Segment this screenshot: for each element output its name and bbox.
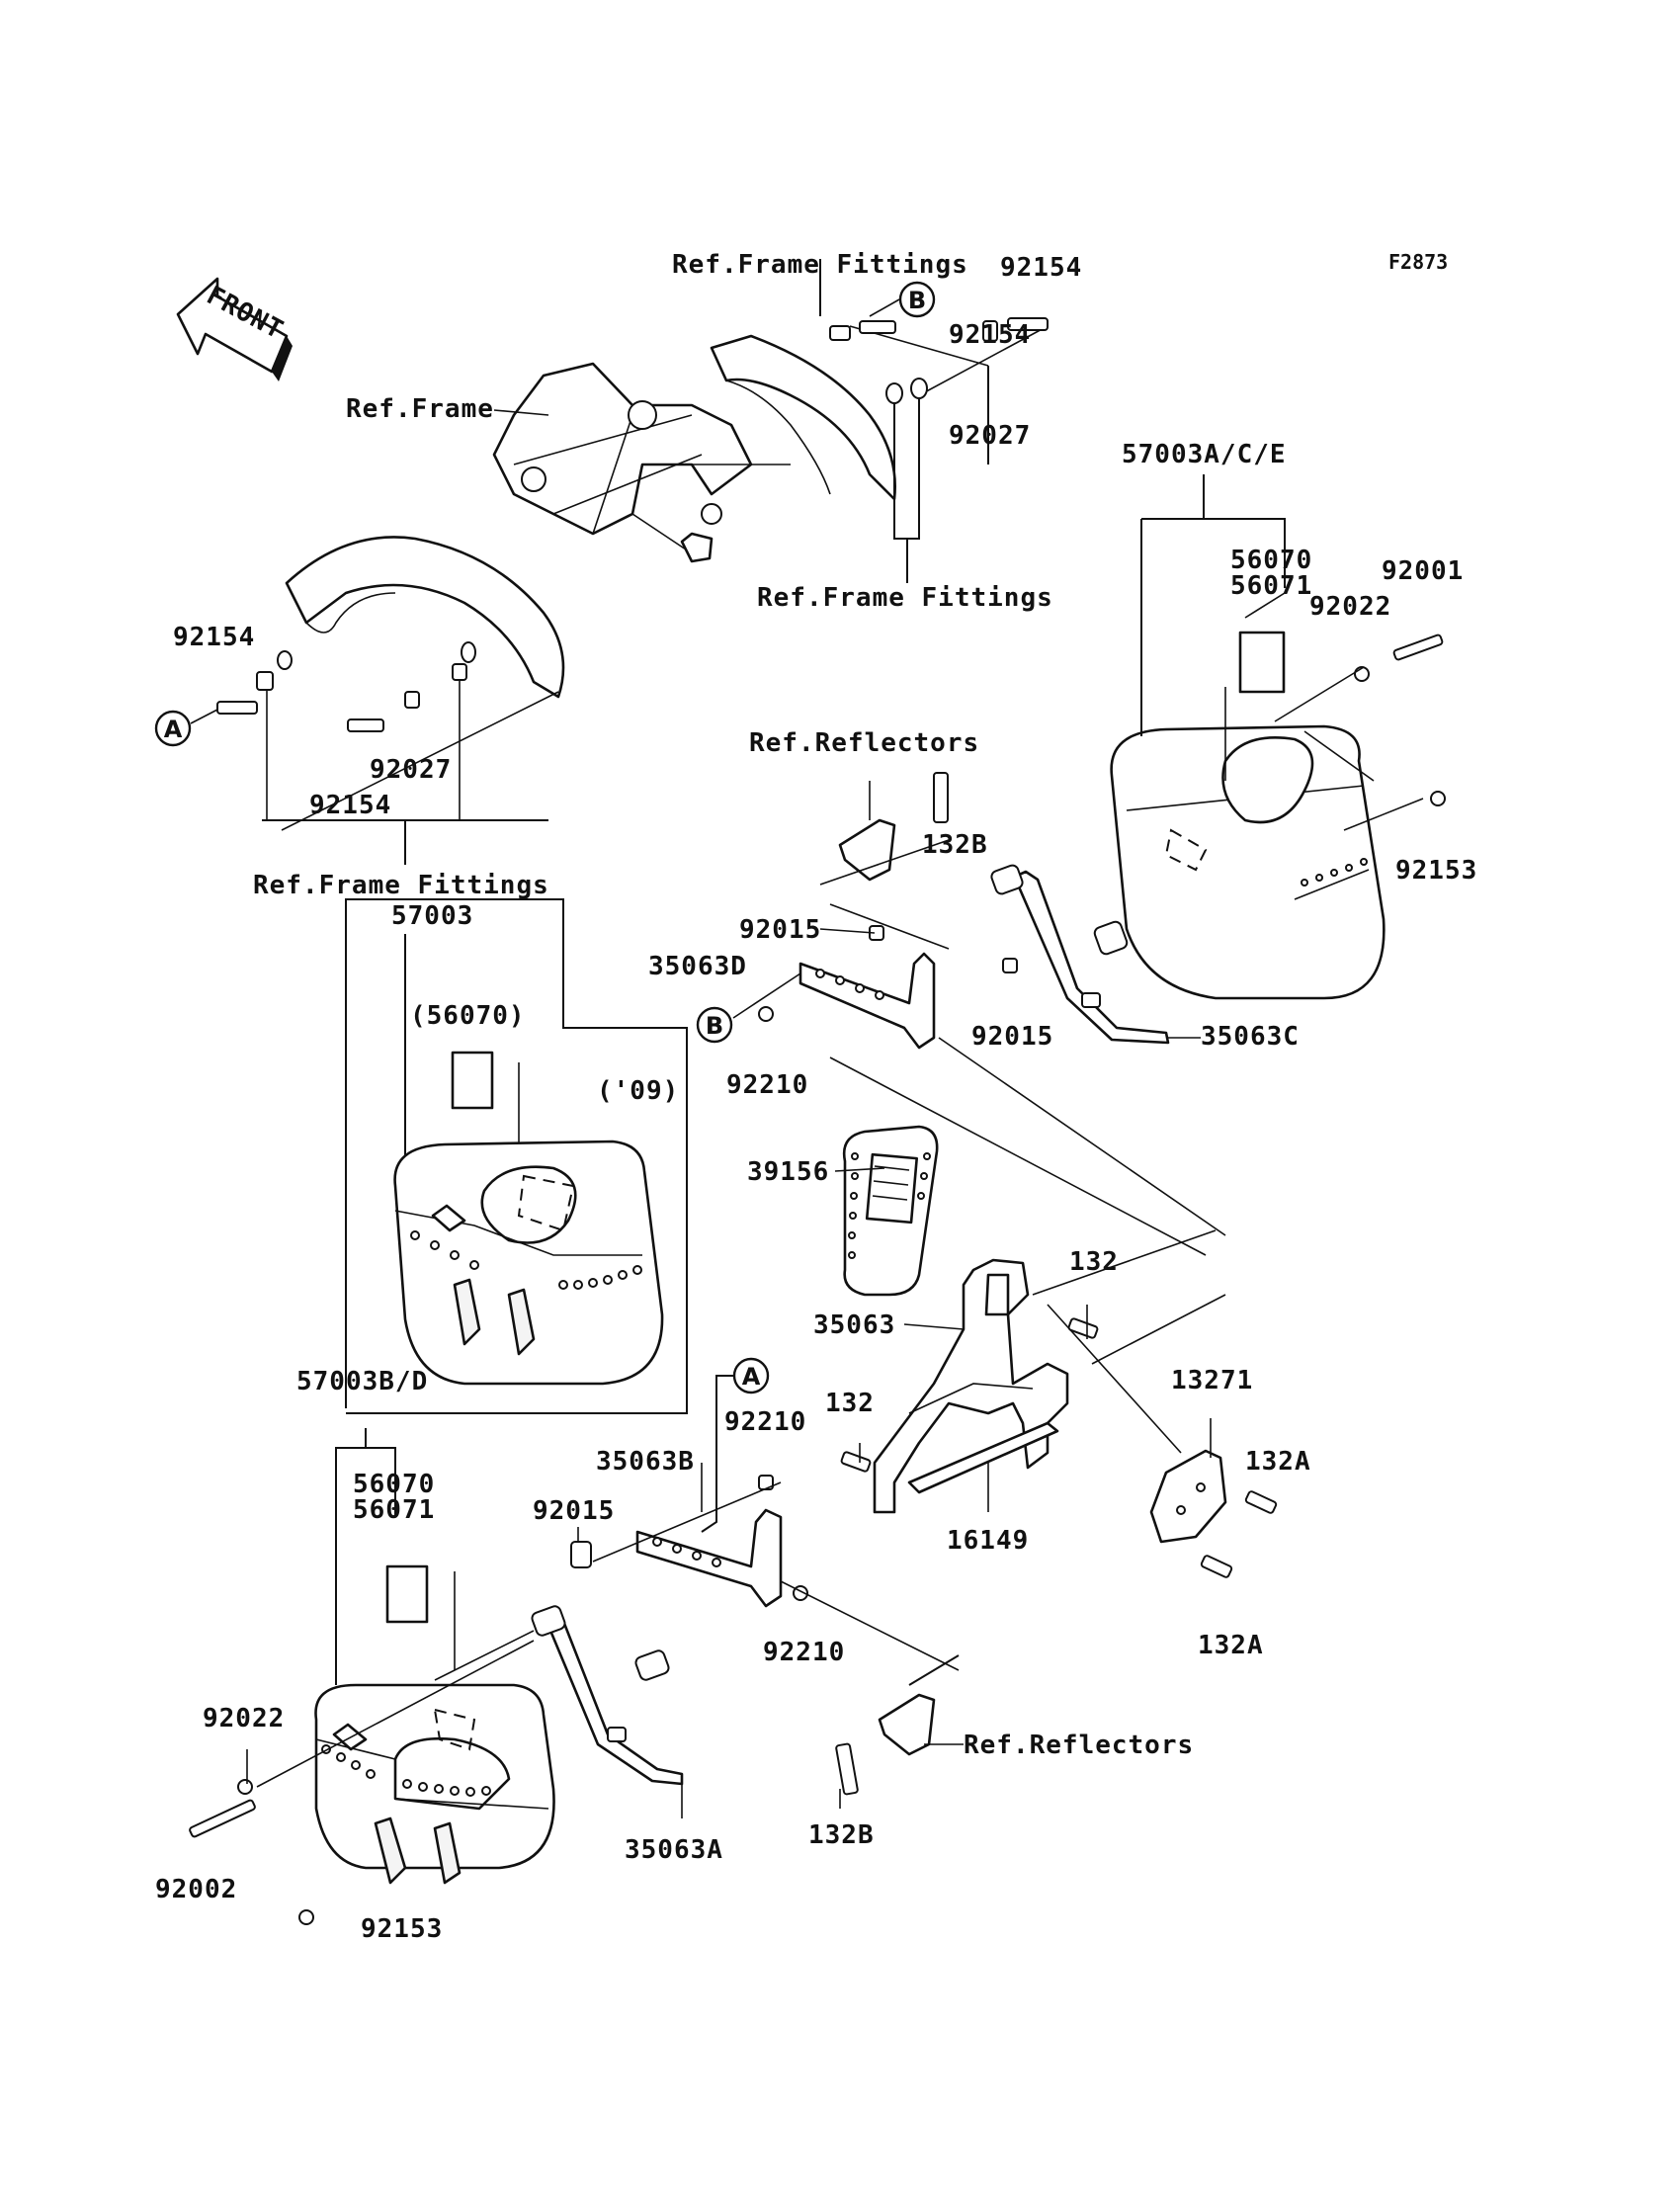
marker-a-left: A	[154, 710, 192, 747]
label-ref-reflectors-bottom: Ref.Reflectors	[964, 1731, 1194, 1760]
label-92154-left2: 92154	[309, 791, 391, 820]
label-13271: 13271	[1171, 1366, 1253, 1395]
label-35063a: 35063A	[625, 1835, 723, 1865]
backrest-illustration	[834, 1125, 1278, 1578]
bracket-35063b	[570, 1463, 960, 1671]
leader-lines-top	[262, 259, 1049, 865]
label-132b-top: 132B	[922, 830, 988, 860]
label-57003: 57003	[391, 901, 473, 931]
label-92154-b: 92154	[949, 320, 1031, 350]
label-92015-top: 92015	[739, 915, 821, 945]
leader-lines-right	[1140, 474, 1424, 831]
label-132-left: 132	[825, 1389, 875, 1418]
frame-illustration	[285, 334, 896, 699]
label-56071-right: 56071	[1230, 571, 1312, 601]
label-132a-top: 132A	[1245, 1447, 1311, 1477]
bracket-35063d	[758, 903, 1226, 1256]
label-92210-mid: 92210	[724, 1407, 806, 1437]
rail-35063c	[990, 864, 1201, 1045]
label-ref-reflectors-top: Ref.Reflectors	[749, 728, 979, 758]
label-92001: 92001	[1382, 556, 1464, 586]
label-56070-paren: (56070)	[410, 1001, 526, 1031]
svg-text:B: B	[908, 287, 926, 314]
label-92153-right: 92153	[1395, 856, 1477, 886]
label-16149: 16149	[947, 1526, 1029, 1556]
label-92153-left: 92153	[361, 1914, 443, 1944]
front-arrow-icon: FRONT	[176, 277, 293, 381]
label-ref-frame-fittings-mid: Ref.Frame Fittings	[757, 583, 1053, 613]
label-35063c: 35063C	[1201, 1022, 1300, 1052]
hardware-top	[216, 317, 1049, 732]
label-132a-bottom: 132A	[1198, 1631, 1264, 1660]
saddlebag-right-illustration	[1110, 631, 1446, 1000]
reflector-bracket-bottom	[835, 1654, 964, 1809]
label-92027-top: 92027	[949, 421, 1031, 451]
marker-a-bottom: A	[732, 1357, 770, 1394]
marker-b-top: B	[898, 281, 936, 318]
label-92015-mid: 92015	[971, 1022, 1053, 1052]
label-92154-left: 92154	[173, 623, 255, 652]
inset-09-box	[345, 898, 688, 1414]
label-ref-frame: Ref.Frame	[346, 394, 494, 424]
label-09: ('09)	[597, 1076, 679, 1106]
label-56071-left: 56071	[353, 1495, 435, 1525]
label-35063d: 35063D	[648, 952, 747, 981]
reflector-bracket-top	[819, 772, 950, 886]
figure-code: F2873	[1388, 250, 1448, 274]
label-132-right: 132	[1069, 1247, 1119, 1277]
label-92015-left: 92015	[533, 1496, 615, 1526]
label-92154-top: 92154	[1000, 253, 1082, 283]
label-56070-left: 56070	[353, 1470, 435, 1499]
svg-text:A: A	[742, 1363, 761, 1391]
label-39156: 39156	[747, 1157, 829, 1187]
label-56070-right: 56070	[1230, 546, 1312, 575]
saddlebag-left-illustration	[189, 1428, 555, 1925]
rail-35063a	[434, 1605, 684, 1818]
label-ref-frame-fittings-top: Ref.Frame Fittings	[672, 250, 968, 280]
marker-b-mid: B	[696, 1006, 733, 1044]
label-35063: 35063	[813, 1310, 895, 1340]
label-ref-frame-fittings-left: Ref.Frame Fittings	[253, 871, 549, 900]
label-92022-left: 92022	[203, 1704, 285, 1733]
label-92027-left: 92027	[370, 755, 452, 785]
svg-text:B: B	[706, 1012, 723, 1040]
label-92210-bottom: 92210	[763, 1638, 845, 1667]
label-92002: 92002	[155, 1875, 237, 1904]
label-92210-top: 92210	[726, 1070, 808, 1100]
label-57003ace: 57003A/C/E	[1122, 440, 1287, 469]
label-92022-right: 92022	[1309, 592, 1391, 622]
label-132b-bottom: 132B	[808, 1820, 875, 1850]
label-35063b: 35063B	[596, 1447, 695, 1477]
label-57003bd: 57003B/D	[296, 1367, 428, 1396]
svg-text:A: A	[164, 716, 183, 743]
